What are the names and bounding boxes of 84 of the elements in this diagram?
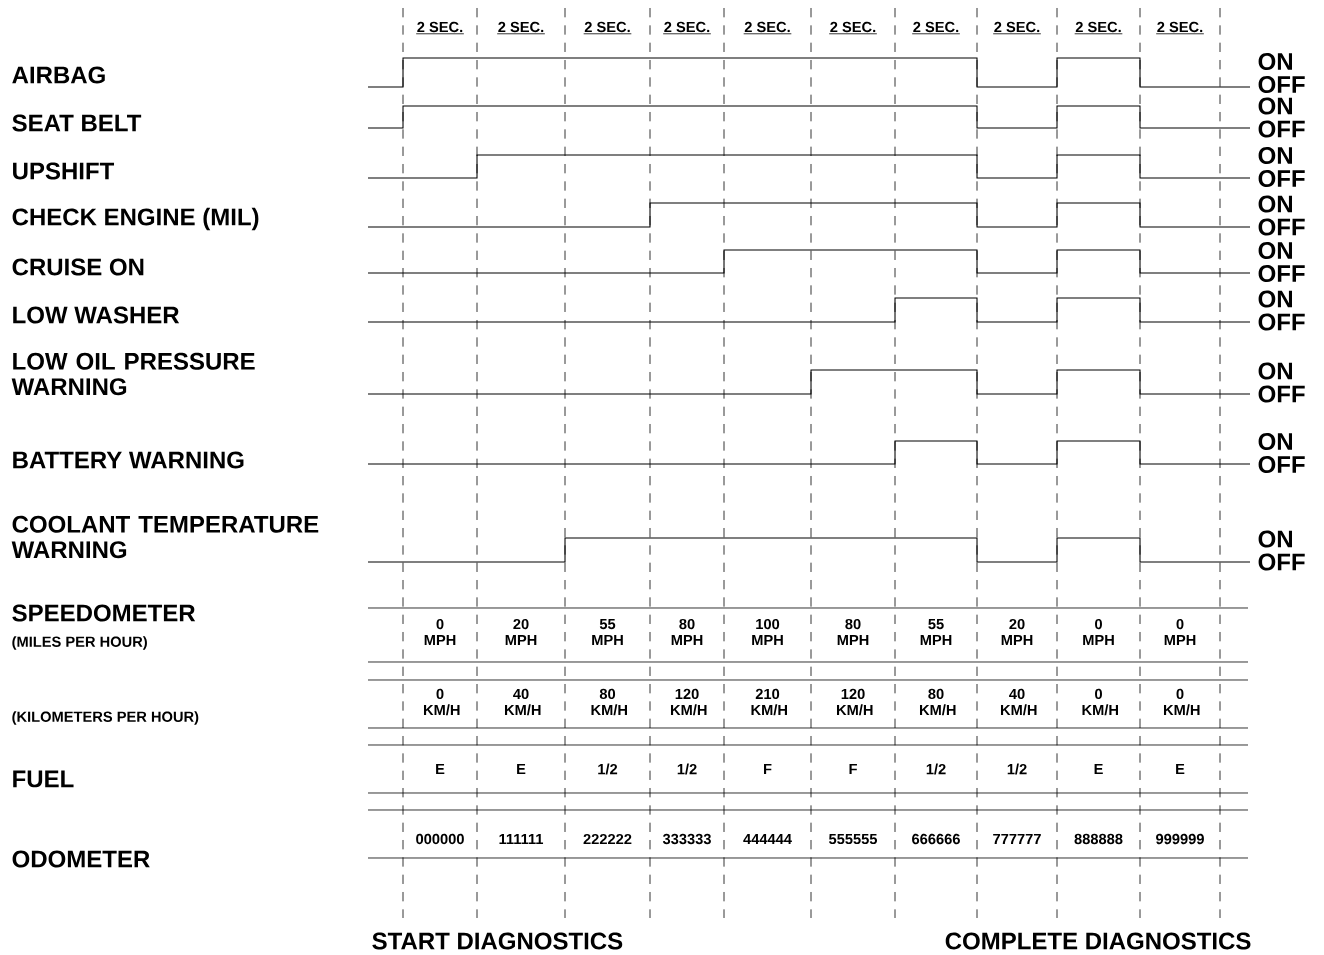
state-label: OFF	[1258, 456, 1305, 473]
state-label: ON	[1258, 530, 1292, 548]
speed-value: 0 MPH	[1083, 618, 1114, 646]
odometer-reading: 333333	[662, 833, 711, 845]
state-label: ON	[1258, 362, 1292, 380]
state-label: OFF	[1258, 265, 1305, 282]
state-label: ON	[1258, 97, 1292, 115]
speed-value: 0 KM/H	[1164, 688, 1200, 716]
state-label: OFF	[1258, 553, 1305, 571]
row-label: SPEEDOMETER	[12, 604, 196, 622]
speed-value: 80 KM/H	[591, 688, 627, 716]
speed-value: 40 KM/H	[505, 688, 541, 716]
speed-value: 0 MPH	[424, 618, 456, 646]
state-label: ON	[1258, 433, 1292, 450]
phase-label: START DIAGNOSTICS	[372, 932, 623, 950]
speed-value: 40 KM/H	[1001, 688, 1037, 716]
speed-value: 0 MPH	[1164, 618, 1196, 646]
speed-value: 120 KM/H	[671, 688, 707, 716]
speed-value: 80 MPH	[671, 618, 703, 646]
state-label: ON	[1258, 242, 1292, 259]
odometer-reading: 000000	[416, 833, 464, 845]
odometer-reading: 666666	[912, 833, 960, 845]
signal-label: LOW OIL PRESSURE WARNING	[11, 352, 255, 396]
fuel-value: E	[1094, 763, 1103, 775]
odometer-reading: 111111	[499, 833, 544, 845]
speed-value: 0 KM/H	[1082, 688, 1118, 716]
interval-label: 2 SEC.	[662, 21, 712, 35]
fuel-value: F	[764, 763, 772, 775]
speed-value: 20 MPH	[1001, 618, 1033, 646]
interval-label: 2 SEC.	[583, 21, 632, 35]
speed-value: 20 MPH	[505, 618, 537, 646]
state-label: OFF	[1258, 120, 1305, 138]
signal-label: COOLANT TEMPERATURE WARNING	[11, 515, 319, 559]
interval-label: 2 SEC.	[828, 21, 878, 35]
state-label: OFF	[1258, 385, 1305, 403]
speed-value: 80 MPH	[837, 618, 869, 646]
speed-value: 80 KM/H	[920, 688, 956, 716]
speed-value: 55 MPH	[592, 618, 623, 646]
fuel-value: E	[436, 763, 445, 775]
interval-label: 2 SEC.	[1155, 21, 1205, 35]
interval-label: 2 SEC.	[992, 21, 1042, 35]
speed-value: 55 MPH	[920, 618, 952, 646]
fuel-value: E	[1176, 763, 1185, 775]
interval-label: 2 SEC.	[743, 21, 792, 35]
odometer-reading: 888888	[1074, 833, 1123, 845]
signal-label: LOW WASHER	[13, 306, 180, 324]
fuel-value: 1/2	[598, 763, 618, 775]
signal-label: CRUISE ON	[12, 258, 144, 276]
state-label: ON	[1258, 53, 1292, 70]
unit-label: (MILES PER HOUR)	[12, 636, 147, 650]
fuel-value: 1/2	[677, 763, 697, 775]
signal-label: BATTERY WARNING	[13, 451, 244, 469]
speed-value: 0 KM/H	[424, 688, 460, 716]
state-label: ON	[1258, 290, 1292, 308]
signal-label: UPSHIFT	[13, 162, 114, 180]
state-label: ON	[1258, 195, 1292, 213]
fuel-value: 1/2	[926, 763, 946, 775]
signal-label: SEAT BELT	[12, 114, 142, 132]
interval-label: 2 SEC.	[1074, 21, 1123, 35]
odometer-reading: 777777	[993, 833, 1041, 845]
signal-label: CHECK ENGINE (MIL)	[12, 207, 259, 231]
unit-label: (KILOMETERS PER HOUR)	[12, 711, 199, 725]
fuel-value: F	[849, 763, 857, 775]
interval-label: 2 SEC.	[415, 21, 465, 35]
speed-value: 120 KM/H	[837, 688, 873, 716]
odometer-reading: 999999	[1156, 833, 1204, 845]
speed-value: 210 KM/H	[751, 688, 787, 716]
odometer-reading: 444444	[743, 833, 792, 845]
phase-label: COMPLETE DIAGNOSTICS	[945, 932, 1251, 950]
odometer-reading: 555555	[829, 833, 878, 845]
row-label: FUEL	[13, 770, 74, 788]
state-label: OFF	[1258, 170, 1305, 187]
row-label: ODOMETER	[12, 850, 150, 868]
fuel-value: E	[517, 763, 526, 775]
interval-label: 2 SEC.	[496, 21, 546, 35]
state-label: OFF	[1258, 218, 1305, 236]
state-label: OFF	[1258, 76, 1305, 93]
state-label: ON	[1258, 147, 1292, 164]
signal-label: AIRBAG	[12, 66, 105, 84]
odometer-reading: 222222	[583, 833, 632, 845]
speed-value: 100 MPH	[752, 618, 783, 646]
interval-label: 2 SEC.	[911, 21, 961, 35]
state-label: OFF	[1258, 313, 1305, 331]
fuel-value: 1/2	[1007, 763, 1027, 775]
